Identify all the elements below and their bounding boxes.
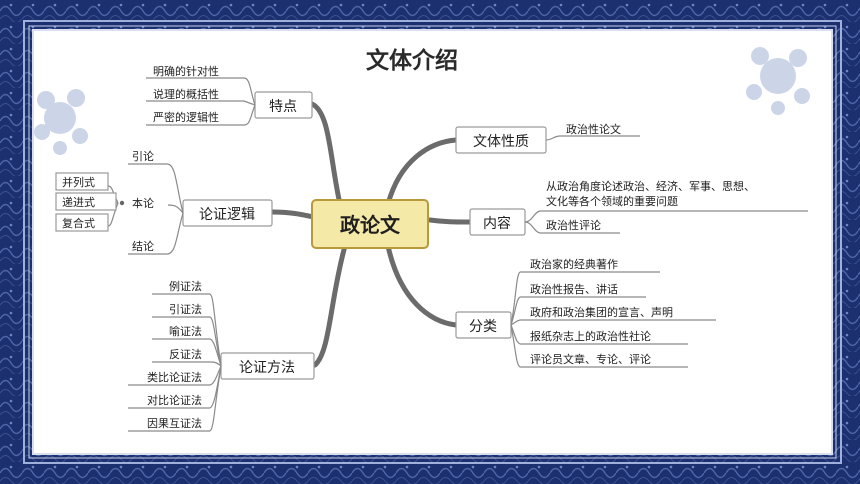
category-label: 分类 (469, 319, 497, 335)
method-item: 例证法 (169, 279, 202, 293)
argument-logic-intro: 引论 (132, 149, 154, 163)
argument-logic-label: 论证逻辑 (199, 207, 255, 223)
branch-argument-logic: 论证逻辑 引论 本论 结论 并列式 递进式 复合式 (55, 149, 273, 255)
features-item: 明确的针对性 (153, 64, 219, 78)
nature-label: 文体性质 (473, 134, 529, 150)
features-item: 严密的逻辑性 (153, 110, 219, 124)
body-item: 并列式 (62, 175, 95, 189)
category-item: 政府和政治集团的宣言、声明 (530, 305, 673, 319)
method-item: 对比论证法 (147, 393, 202, 407)
category-item: 政治性报告、讲话 (530, 282, 618, 296)
argument-methods-label: 论证方法 (239, 360, 295, 376)
category-item: 政治家的经典著作 (530, 257, 618, 271)
category-item: 评论员文章、专论、评论 (530, 352, 651, 366)
argument-logic-conclusion: 结论 (132, 239, 154, 253)
body-item-box (55, 192, 117, 211)
features-item: 说理的概括性 (153, 87, 219, 101)
branch-features: 特点 明确的针对性 说理的概括性 严密的逻辑性 (146, 64, 313, 126)
body-item: 复合式 (62, 216, 95, 230)
branch-content: 内容 从政治角度论述政治、经济、军事、思想、 文化等各个领域的重要问题 政治性评… (469, 179, 808, 236)
center-node (311, 199, 429, 249)
content-line2: 文化等各个领域的重要问题 (546, 194, 678, 208)
method-item: 引证法 (169, 302, 202, 316)
branch-nature: 文体性质 政治性论文 (455, 122, 640, 154)
main-branches (269, 101, 473, 368)
category-item: 报纸杂志上的政治性社论 (530, 329, 651, 343)
center-node-label: 政论文 (340, 213, 401, 237)
floral-decoration-right (746, 47, 810, 115)
method-item: 因果互证法 (147, 416, 202, 430)
content-sub: 政治性评论 (546, 218, 601, 232)
floral-decoration-left (34, 89, 88, 155)
nature-value: 政治性论文 (566, 122, 621, 136)
branch-category: 分类 政治家的经典著作 政治性报告、讲话 政府和政治集团的宣言、声明 报纸杂志上… (455, 257, 716, 368)
features-label: 特点 (269, 99, 297, 115)
page-title: 文体介绍 (366, 47, 458, 74)
body-item-box (55, 213, 109, 232)
method-item: 喻证法 (169, 324, 202, 338)
argument-logic-body: 本论 (132, 196, 154, 210)
method-item: 反证法 (169, 347, 202, 361)
body-item-box (55, 172, 109, 191)
branch-argument-methods: 论证方法 例证法 引证法 喻证法 反证法 类比论证法 对比论证法 因果互证法 (128, 279, 315, 432)
body-item: 递进式 (62, 195, 95, 209)
method-item: 类比论证法 (147, 370, 202, 384)
collapse-dot (119, 200, 125, 206)
content-line1: 从政治角度论述政治、经济、军事、思想、 (546, 179, 755, 193)
content-label: 内容 (483, 215, 511, 232)
